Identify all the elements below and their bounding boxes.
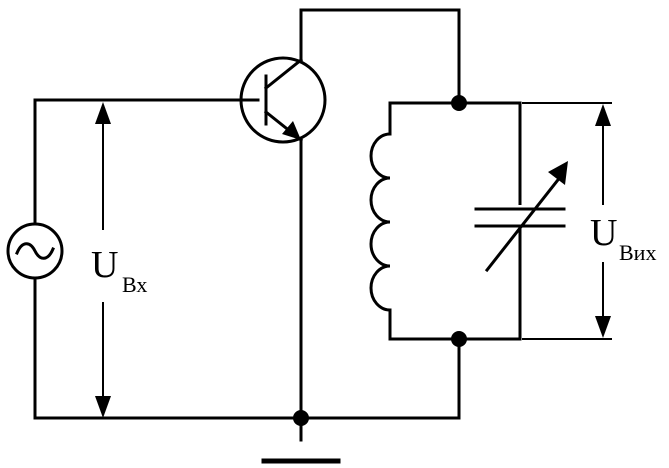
variable-capacitor-icon [474,161,568,273]
tank-circuit [299,101,522,420]
ac-source-icon [6,222,64,280]
input-wires [33,98,303,420]
input-voltage-label: U [91,244,118,286]
input-voltage-arrow [95,102,111,418]
output-voltage-arrow [595,104,611,338]
junction-dots [293,95,467,426]
input-voltage-subscript: Вх [122,272,147,297]
transistor-leads [299,8,461,442]
output-voltage-subscript: Вих [619,240,656,265]
output-voltage-label: U [590,212,617,254]
output-reference-lines [522,102,612,340]
transistor-icon [239,56,327,144]
inductor-icon [369,132,392,312]
